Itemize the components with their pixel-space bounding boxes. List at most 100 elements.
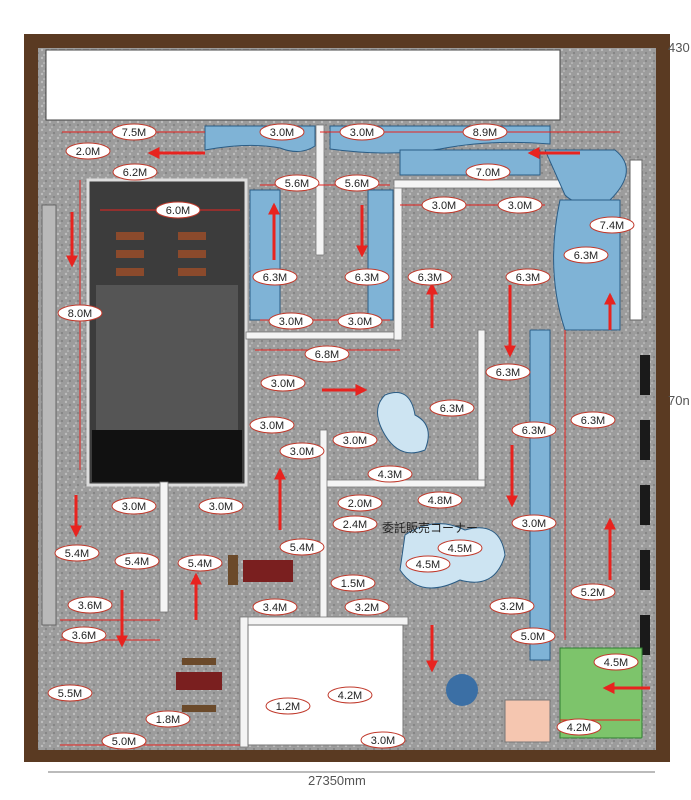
width-label-text: 5.5M: [58, 688, 82, 700]
top-counter: [45, 49, 561, 121]
width-label-text: 4.5M: [448, 543, 472, 555]
width-label-oval: [330, 574, 376, 592]
width-label-text: 5.0M: [112, 736, 136, 748]
width-label-text: 3.0M: [371, 735, 395, 747]
width-label-oval: [437, 539, 483, 557]
width-label: 5.5M: [47, 684, 93, 702]
width-label-oval: [198, 497, 244, 515]
width-label-oval: [556, 718, 602, 736]
width-label-oval: [252, 268, 298, 286]
width-label: 5.6M: [334, 174, 380, 192]
width-label: 2.0M: [337, 494, 383, 512]
width-label-oval: [252, 598, 298, 616]
width-label-text: 4.3M: [378, 469, 402, 481]
width-label: 5.0M: [510, 627, 556, 645]
width-label-oval: [485, 363, 531, 381]
width-label-text: 6.3M: [516, 272, 540, 284]
top-right-dimension: 430: [668, 40, 690, 55]
width-label-text: 3.0M: [290, 446, 314, 458]
width-label-text: 8.0M: [68, 308, 92, 320]
width-label-text: 8.9M: [473, 127, 497, 139]
width-label-oval: [421, 196, 467, 214]
right-panel: [629, 159, 643, 321]
width-label-oval: [563, 246, 609, 264]
width-label-text: 5.4M: [125, 556, 149, 568]
width-label-oval: [339, 123, 385, 141]
width-label-text: 3.0M: [343, 435, 367, 447]
width-label: 6.3M: [429, 399, 475, 417]
width-label-oval: [268, 312, 314, 330]
width-label-oval: [570, 411, 616, 429]
width-label: 5.4M: [279, 538, 325, 556]
width-label-text: 5.4M: [188, 558, 212, 570]
width-label-oval: [589, 216, 635, 234]
width-label: 3.6M: [61, 626, 107, 644]
width-label-oval: [155, 201, 201, 219]
width-label-oval: [274, 174, 320, 192]
width-label-text: 5.2M: [581, 587, 605, 599]
width-label-text: 3.0M: [271, 378, 295, 390]
width-label-oval: [279, 442, 325, 460]
width-label-oval: [334, 174, 380, 192]
width-label: 3.0M: [497, 196, 543, 214]
width-label-text: 5.4M: [290, 542, 314, 554]
width-label-text: 3.0M: [348, 316, 372, 328]
width-label-oval: [304, 345, 350, 363]
width-label-oval: [429, 399, 475, 417]
width-label: 2.4M: [332, 515, 378, 533]
width-label: 4.2M: [327, 686, 373, 704]
width-label-text: 6.3M: [522, 425, 546, 437]
width-label-text: 3.0M: [432, 200, 456, 212]
width-label: 4.8M: [417, 491, 463, 509]
width-label-text: 3.2M: [500, 601, 524, 613]
dimension-annotations: 27350mm 430 70n: [48, 40, 690, 788]
width-label: 3.0M: [421, 196, 467, 214]
width-label-text: 1.5M: [341, 578, 365, 590]
width-label-text: 1.2M: [276, 701, 300, 713]
width-label-text: 5.6M: [285, 178, 309, 190]
width-label-text: 3.0M: [508, 200, 532, 212]
width-label-oval: [61, 626, 107, 644]
width-label-oval: [405, 555, 451, 573]
width-label-oval: [505, 268, 551, 286]
consignment-corner-label: 委託販売コーナー: [382, 520, 478, 535]
width-label: 3.0M: [360, 731, 406, 749]
width-label-text: 4.2M: [338, 690, 362, 702]
width-label: 7.0M: [465, 163, 511, 181]
width-label-oval: [332, 431, 378, 449]
width-label-text: 6.8M: [315, 349, 339, 361]
width-label-text: 3.6M: [72, 630, 96, 642]
width-label: 6.2M: [112, 163, 158, 181]
width-label-text: 6.3M: [263, 272, 287, 284]
width-label: 3.0M: [249, 416, 295, 434]
width-label-text: 6.3M: [496, 367, 520, 379]
width-label-text: 6.0M: [166, 205, 190, 217]
width-label: 5.4M: [114, 552, 160, 570]
width-label-oval: [54, 544, 100, 562]
width-label-text: 2.4M: [343, 519, 367, 531]
width-label: 4.3M: [367, 465, 413, 483]
width-label-text: 3.0M: [260, 420, 284, 432]
width-label: 6.8M: [304, 345, 350, 363]
width-label-text: 7.4M: [600, 220, 624, 232]
width-label: 5.4M: [177, 554, 223, 572]
width-label-text: 2.0M: [348, 498, 372, 510]
dark-room-shelves: [116, 232, 206, 276]
width-label-oval: [337, 494, 383, 512]
width-label: 6.3M: [344, 268, 390, 286]
width-label: 6.3M: [252, 268, 298, 286]
width-label: 6.3M: [505, 268, 551, 286]
pink-box: [504, 699, 551, 743]
right-dimension: 70n: [668, 393, 690, 408]
width-label-oval: [112, 163, 158, 181]
width-label: 6.3M: [407, 268, 453, 286]
width-label-text: 6.2M: [123, 167, 147, 179]
width-label: 5.2M: [570, 583, 616, 601]
width-label: 3.0M: [259, 123, 305, 141]
width-label: 8.9M: [462, 123, 508, 141]
width-label-oval: [260, 374, 306, 392]
width-label-oval: [249, 416, 295, 434]
width-label-text: 3.6M: [78, 600, 102, 612]
width-label-text: 2.0M: [76, 146, 100, 158]
width-label: 4.5M: [437, 539, 483, 557]
